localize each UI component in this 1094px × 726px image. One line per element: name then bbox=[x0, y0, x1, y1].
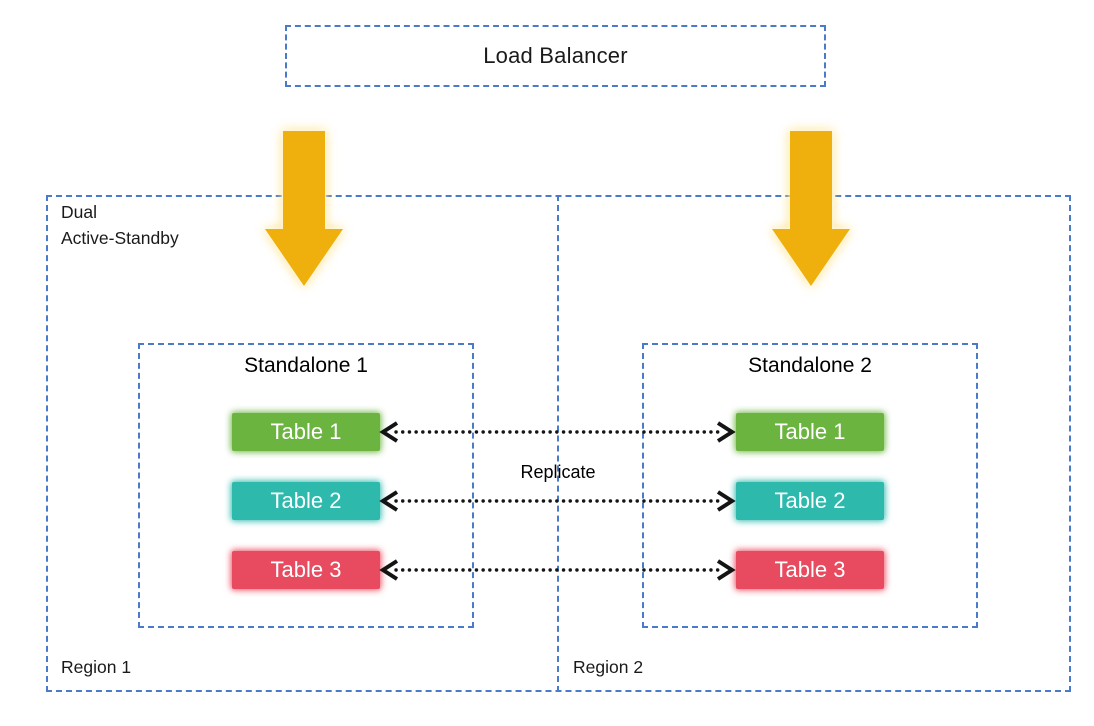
table-node: Table 3 bbox=[736, 551, 884, 589]
replicate-label: Replicate bbox=[520, 462, 596, 482]
region-2-label: Region 2 bbox=[573, 657, 644, 677]
standalone-1-box: Standalone 1 Table 1 Table 2 Table 3 bbox=[138, 343, 474, 628]
load-balancer-box: Load Balancer bbox=[285, 25, 826, 87]
table-node: Table 1 bbox=[232, 413, 380, 451]
standalone-1-title: Standalone 1 bbox=[244, 354, 368, 377]
region-divider-line bbox=[557, 195, 559, 692]
table-node: Table 3 bbox=[232, 551, 380, 589]
table-node: Table 1 bbox=[736, 413, 884, 451]
table-node: Table 2 bbox=[232, 482, 380, 520]
table-node: Table 2 bbox=[736, 482, 884, 520]
load-balancer-label: Load Balancer bbox=[483, 43, 628, 68]
cluster-label-line2: Active-Standby bbox=[61, 228, 179, 248]
cluster-label-line1: Dual bbox=[61, 202, 97, 222]
standalone-2-box: Standalone 2 Table 1 Table 2 Table 3 bbox=[642, 343, 978, 628]
standalone-2-title: Standalone 2 bbox=[748, 354, 872, 377]
cluster-label: Dual Active-Standby bbox=[61, 199, 179, 251]
region-1-label: Region 1 bbox=[61, 657, 132, 677]
